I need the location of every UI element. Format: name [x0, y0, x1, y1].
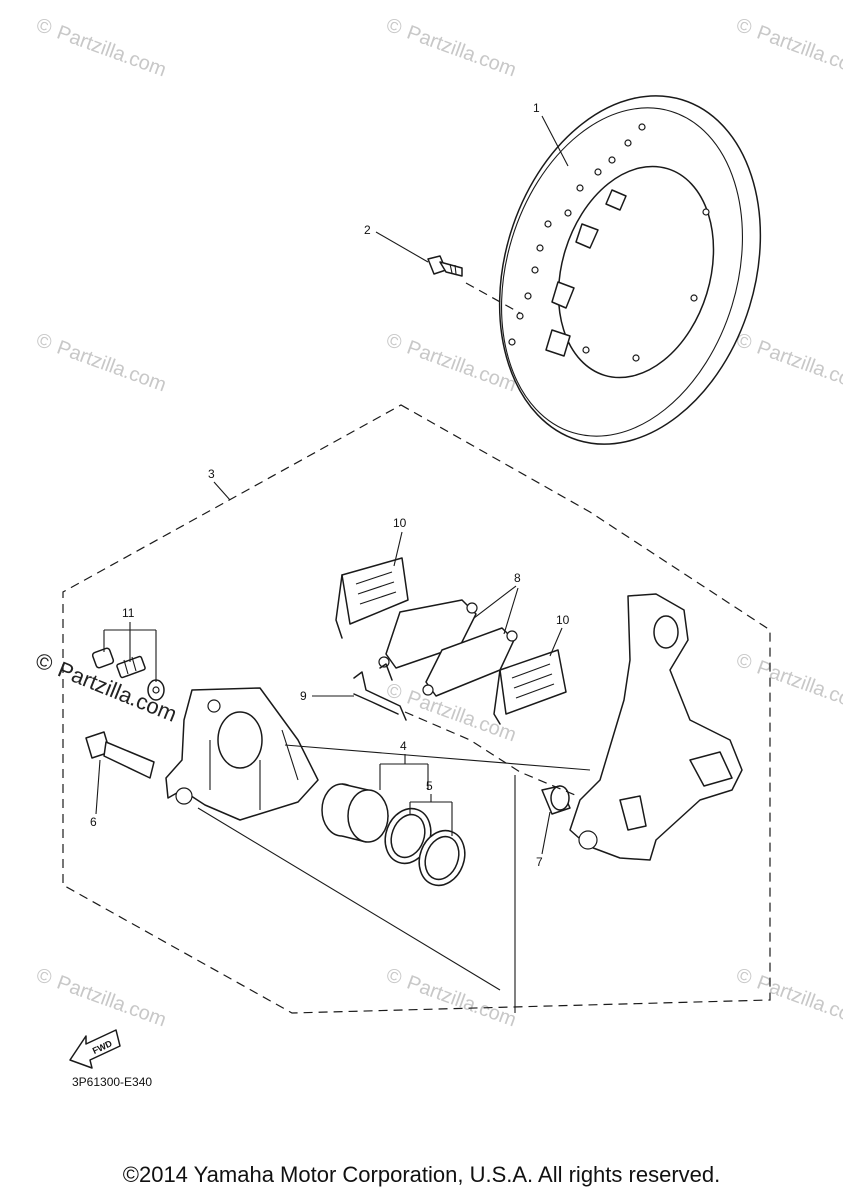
pad-spring-lower: [493, 649, 567, 725]
guide-pin-bolt: [85, 731, 155, 779]
pad-spring-upper: [335, 557, 409, 639]
callout-9: 9: [300, 689, 354, 703]
callout-label: 11: [122, 606, 135, 620]
watermark-symbol: ©: [383, 964, 405, 990]
watermark-text: Partzilla.com: [404, 687, 519, 747]
brake-disc: [498, 95, 762, 445]
callout-10-lower: 10: [549, 613, 570, 657]
callout-label: 1: [533, 101, 540, 115]
watermark-text: Partzilla.com: [54, 337, 169, 397]
callout-label: 7: [536, 855, 543, 869]
callout-6: 6: [90, 759, 101, 829]
assembly-lines: [197, 711, 591, 1013]
callout-8: 8: [473, 571, 521, 635]
callout-2: 2: [364, 223, 429, 263]
watermark-text: Partzilla.com: [404, 22, 519, 82]
caliper-assembly-boundary: [62, 404, 771, 1014]
watermark-symbol: ©: [33, 329, 55, 355]
callout-label: 5: [426, 779, 433, 793]
disc-mounting-tabs: [545, 189, 627, 357]
watermark-text: Partzilla.com: [54, 972, 169, 1032]
callout-label: 10: [393, 516, 407, 530]
callout-label: 6: [90, 815, 97, 829]
copyright-notice: ©2014 Yamaha Motor Corporation, U.S.A. A…: [122, 1162, 721, 1187]
callout-1: 1: [533, 101, 569, 167]
callout-11: 11: [103, 606, 157, 682]
watermark-symbol: ©: [32, 647, 56, 676]
watermark-symbol: ©: [733, 964, 755, 990]
watermark-text: Partzilla.com: [754, 22, 843, 82]
callout-label: 10: [556, 613, 570, 627]
disc-bolt: [427, 255, 521, 314]
callout-10-upper: 10: [393, 516, 407, 567]
watermark-symbol: ©: [33, 14, 55, 40]
watermark-text: Partzilla.com: [54, 22, 169, 82]
callout-label: 8: [514, 571, 521, 585]
brake-pad-2: [422, 627, 518, 697]
watermark-symbol: ©: [383, 679, 405, 705]
caliper-body: [165, 687, 319, 821]
callout-5: 5: [409, 779, 453, 836]
watermark-symbol: ©: [383, 14, 405, 40]
pad-support-clip: [353, 663, 407, 721]
diagram-code: 3P61300-E340: [72, 1075, 152, 1089]
caliper-bracket: [569, 593, 743, 861]
watermark-symbol: ©: [383, 329, 405, 355]
bracket-bushing: [541, 785, 571, 815]
callout-3: 3: [208, 467, 231, 501]
callout-label: 2: [364, 223, 371, 237]
caliper-piston: [321, 783, 389, 843]
callout-label: 9: [300, 689, 307, 703]
watermark-text: Partzilla.com: [754, 657, 843, 717]
watermark-text: Partzilla.com: [754, 337, 843, 397]
callout-7: 7: [536, 811, 551, 869]
watermark-text: Partzilla.com: [404, 337, 519, 397]
callout-4: 4: [379, 739, 429, 790]
disc-holes: [508, 123, 710, 362]
callout-label: 3: [208, 467, 215, 481]
watermark-symbol: ©: [33, 964, 55, 990]
watermark-symbol: ©: [733, 649, 755, 675]
callout-label: 4: [400, 739, 407, 753]
piston-seals: [384, 807, 466, 887]
bleed-screw-set: [91, 647, 165, 701]
watermark-text: Partzilla.com: [754, 972, 843, 1032]
watermark-text: Partzilla.com: [404, 972, 519, 1032]
watermark-symbol: ©: [733, 14, 755, 40]
forward-arrow-icon: FWD: [69, 1029, 121, 1069]
